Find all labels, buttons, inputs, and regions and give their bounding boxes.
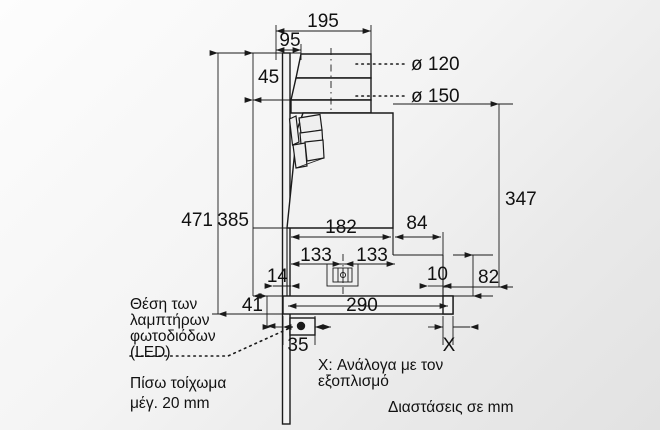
duct-150-label: ø 150 bbox=[411, 86, 460, 107]
dim-45: 45 bbox=[244, 50, 279, 103]
dim-35-label: 35 bbox=[287, 335, 308, 356]
duct-callout-120: ø 120 bbox=[355, 54, 460, 75]
rear-wall bbox=[281, 52, 291, 425]
dim-84-label: 84 bbox=[406, 213, 428, 234]
duct-transition bbox=[290, 48, 372, 118]
dim-385-label: 385 bbox=[217, 210, 249, 231]
dim-347: 347 bbox=[490, 101, 537, 290]
dim-133-left-label: 133 bbox=[300, 245, 332, 266]
note-x-line1: X: Ανάλογα με τον bbox=[318, 357, 444, 374]
dim-182-label: 182 bbox=[325, 217, 357, 238]
dim-82-label: 82 bbox=[478, 267, 499, 288]
motor-block bbox=[326, 254, 359, 296]
dim-95-label: 95 bbox=[279, 30, 300, 51]
dim-14: 14 bbox=[264, 266, 300, 289]
dim-133-right-label: 133 bbox=[356, 245, 388, 266]
dim-10: 10 bbox=[419, 264, 452, 289]
note-x-line2: εξοπλισμό bbox=[318, 373, 389, 390]
note-units-label: Διαστάσεις σε mm bbox=[388, 399, 514, 416]
dim-41: 41 bbox=[242, 293, 276, 329]
note-rear-wall: Πίσω τοίχωμα μέγ. 20 mm bbox=[130, 375, 226, 412]
dim-14-label: 14 bbox=[267, 266, 289, 287]
dim-133-left: 133 bbox=[290, 245, 342, 267]
duct-120-label: ø 120 bbox=[411, 54, 460, 75]
dim-82: 82 bbox=[464, 252, 499, 299]
note-led-line2: λαμπτήρων bbox=[130, 312, 210, 329]
note-rear-wall-line1: Πίσω τοίχωμα bbox=[130, 375, 226, 392]
dim-x-label: X bbox=[443, 335, 456, 356]
note-rear-wall-line2: μέγ. 20 mm bbox=[130, 395, 210, 412]
dim-45-label: 45 bbox=[258, 67, 279, 88]
dim-95: 95 bbox=[275, 30, 302, 53]
note-led: Θέση των λαμπτήρων φωτοδιόδων (LED) bbox=[130, 296, 216, 361]
dim-x: X bbox=[428, 324, 479, 356]
duct-callout-150: ø 150 bbox=[355, 86, 460, 107]
dim-133-right: 133 bbox=[344, 245, 396, 267]
dim-347-label: 347 bbox=[505, 189, 537, 210]
dim-182: 182 bbox=[290, 217, 392, 240]
led-housing bbox=[289, 317, 316, 336]
note-led-line4: (LED) bbox=[130, 344, 170, 361]
dim-471: 471 bbox=[181, 50, 227, 317]
led-leader bbox=[129, 326, 293, 357]
dim-290-label: 290 bbox=[346, 295, 378, 316]
dim-84: 84 bbox=[394, 213, 442, 240]
dim-290: 290 bbox=[287, 295, 449, 316]
dim-10-label: 10 bbox=[427, 264, 448, 285]
note-led-line3: φωτοδιόδων bbox=[130, 328, 216, 345]
note-led-line1: Θέση των bbox=[130, 296, 197, 313]
filter-detail bbox=[288, 113, 325, 169]
dim-195-label: 195 bbox=[307, 11, 339, 32]
dim-471-label: 471 bbox=[181, 210, 213, 231]
note-x: X: Ανάλογα με τον εξοπλισμό bbox=[318, 357, 444, 390]
dim-35: 35 bbox=[262, 324, 332, 356]
dim-41-label: 41 bbox=[242, 295, 263, 316]
dim-385: 385 bbox=[217, 97, 262, 299]
dim-195: 195 bbox=[275, 11, 372, 34]
note-units: Διαστάσεις σε mm bbox=[388, 399, 514, 416]
